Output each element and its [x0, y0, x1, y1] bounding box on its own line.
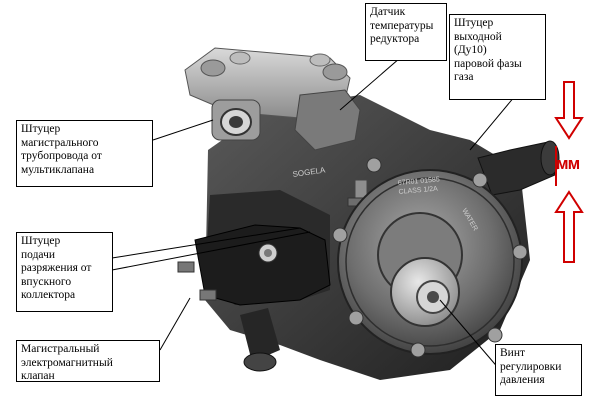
label-solenoid-valve: Магистральный электромагнитный клапан — [16, 340, 160, 382]
casting-text-plate: 67R01 01585CLASS 1/2A — [398, 176, 441, 196]
dimension-arrows — [554, 81, 584, 263]
label-temperature-sensor: Датчик температуры редуктора — [365, 3, 447, 61]
reducer-body: SOGELA 67R01 01585CLASS 1/2A WATER — [177, 47, 560, 380]
arrow-down-icon — [554, 81, 584, 140]
label-outlet-fitting: Штуцер выходной (Ду10) паровой фазы газа — [449, 14, 546, 100]
label-trunk-fitting: Штуцер магистрального трубопровода от му… — [16, 120, 153, 187]
dimension-mark: мм — [556, 154, 580, 173]
label-adjust-screw: Винт регулировки давления — [495, 344, 582, 396]
arrow-up-icon — [554, 190, 584, 263]
label-vacuum-fitting: Штуцер подачи разряжения от впускного ко… — [16, 232, 113, 312]
